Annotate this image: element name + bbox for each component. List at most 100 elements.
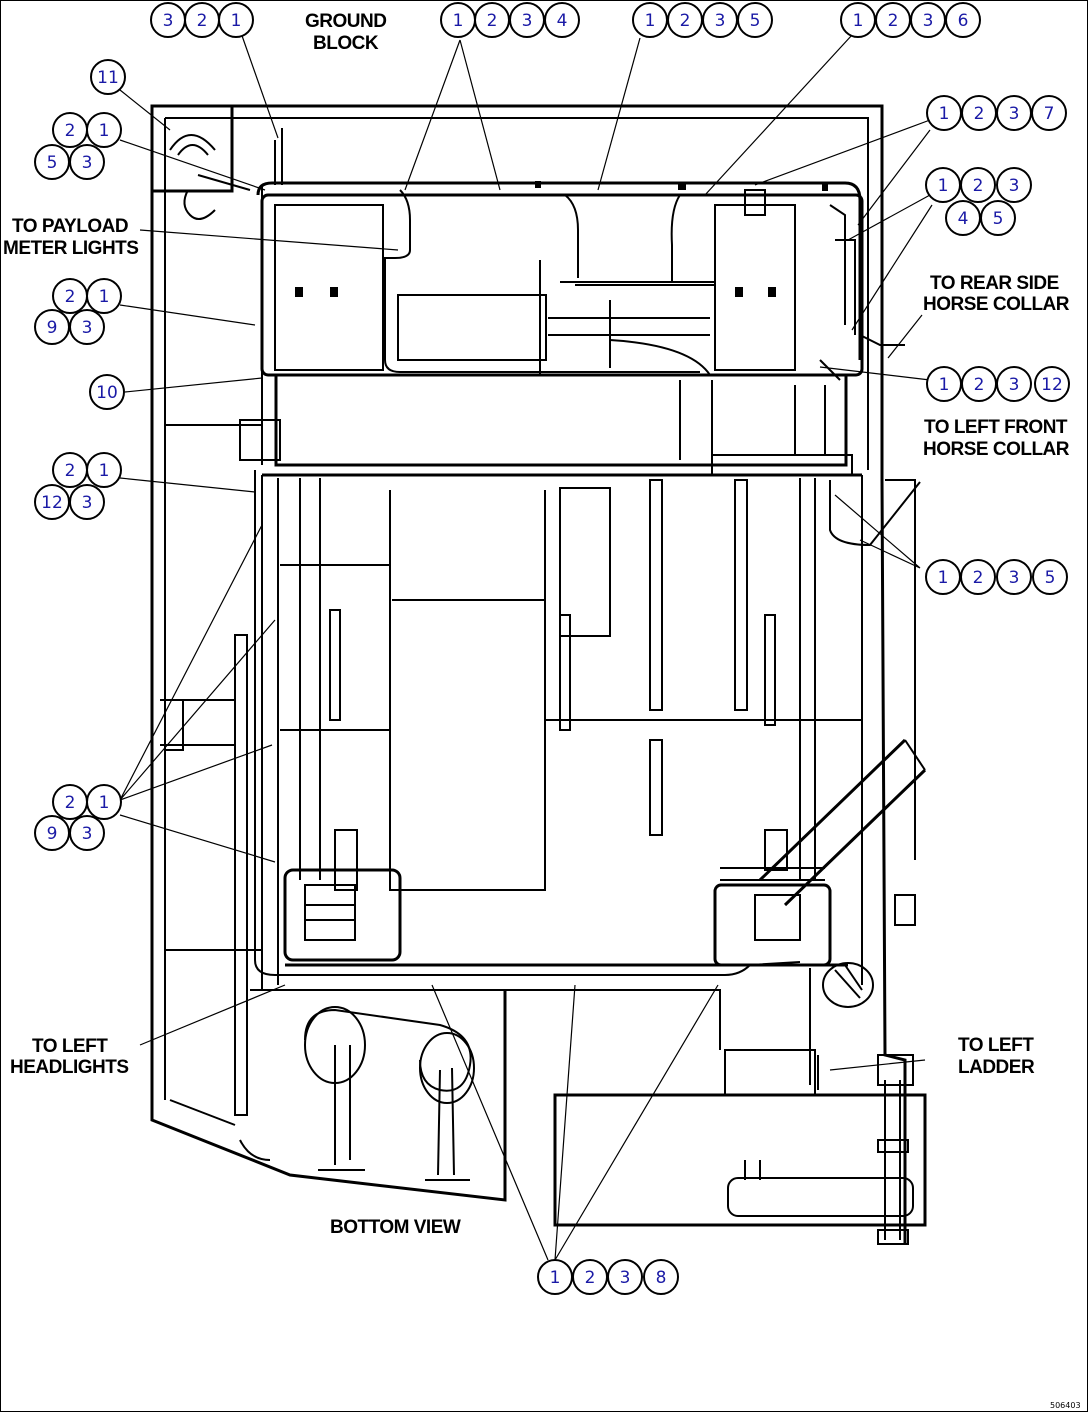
ref-number: 3 (923, 11, 934, 31)
ref-number: 2 (65, 287, 76, 307)
ref-group-top-1236: 1 2 3 6 (840, 2, 981, 38)
ref-number: 12 (1041, 375, 1063, 395)
ref-bubble (945, 2, 981, 38)
ref-group-right-1235-lower: 1 2 3 5 (925, 559, 1068, 595)
ref-bubble (218, 2, 254, 38)
ref-bubble (607, 1259, 643, 1295)
ref-number: 4 (557, 11, 568, 31)
ref-number: 3 (1009, 176, 1020, 196)
ref-number: 9 (47, 318, 58, 338)
ref-group-left-2153: 2 1 5 3 (34, 112, 122, 180)
label-ground-block-line2: BLOCK (313, 33, 379, 54)
ref-number: 2 (65, 461, 76, 481)
enclosure-outline (150, 104, 927, 1245)
ref-number: 3 (1009, 104, 1020, 124)
label-payload-meter-lights-line2: METER LIGHTS (3, 238, 138, 259)
ref-number: 2 (974, 375, 985, 395)
ref-number: 11 (97, 68, 119, 88)
ref-bubble (544, 2, 580, 38)
label-rear-side-horse-collar-line2: HORSE COLLAR (923, 294, 1070, 315)
ref-bubble (1034, 366, 1070, 402)
ref-number: 10 (96, 383, 118, 403)
ref-number: 1 (939, 375, 950, 395)
ref-number: 3 (1009, 568, 1020, 588)
ref-number: 2 (65, 121, 76, 141)
ref-number: 2 (888, 11, 899, 31)
ref-bubble (960, 559, 996, 595)
ref-number: 5 (1045, 568, 1056, 588)
ref-bubble (86, 784, 122, 820)
ref-number: 2 (973, 568, 984, 588)
ref-number: 3 (163, 11, 174, 31)
ref-bubble (996, 167, 1032, 203)
ref-group-left-11: 11 (90, 59, 126, 95)
ref-number: 1 (938, 568, 949, 588)
ref-number: 3 (82, 153, 93, 173)
ref-number: 12 (41, 493, 63, 513)
ref-number: 1 (99, 461, 110, 481)
ref-bubble (737, 2, 773, 38)
ref-bubble (69, 815, 105, 851)
ref-bubble (960, 167, 996, 203)
ref-number: 1 (453, 11, 464, 31)
ref-number: 2 (197, 11, 208, 31)
ref-bubble (89, 374, 125, 410)
ref-number: 1 (645, 11, 656, 31)
ref-number: 3 (82, 493, 93, 513)
drawing-code: 506403 (1050, 1401, 1081, 1410)
ref-bubble (86, 278, 122, 314)
ref-number: 1 (853, 11, 864, 31)
ref-number: 4 (958, 209, 969, 229)
ref-bubble (1031, 95, 1067, 131)
ref-number: 2 (585, 1268, 596, 1288)
ref-group-top-1235: 1 2 3 5 (632, 2, 773, 38)
ref-number: 7 (1044, 104, 1055, 124)
ref-bubble (69, 309, 105, 345)
ref-number: 3 (82, 824, 93, 844)
ref-number: 2 (487, 11, 498, 31)
label-ground-block-line1: GROUND (305, 11, 386, 32)
ref-bubble (90, 59, 126, 95)
ref-bubble (69, 484, 105, 520)
ref-group-left-2193-upper: 2 1 9 3 (34, 278, 122, 345)
ref-number: 3 (522, 11, 533, 31)
ref-number: 1 (550, 1268, 561, 1288)
ref-number: 1 (99, 793, 110, 813)
ref-bubble (1032, 559, 1068, 595)
ref-number: 1 (99, 121, 110, 141)
ref-number: 3 (1009, 375, 1020, 395)
label-left-headlights-line1: TO LEFT (32, 1036, 108, 1057)
ref-number: 5 (750, 11, 761, 31)
label-bottom-view: BOTTOM VIEW (330, 1217, 461, 1238)
ref-number: 3 (82, 318, 93, 338)
ref-group-top-1234: 1 2 3 4 (440, 2, 580, 38)
ref-group-left-2193-lower: 2 1 9 3 (34, 784, 122, 851)
ref-number: 3 (715, 11, 726, 31)
label-rear-side-horse-collar-line1: TO REAR SIDE (930, 273, 1059, 294)
label-payload-meter-lights-line1: TO PAYLOAD (12, 216, 128, 237)
ref-bubble (996, 366, 1032, 402)
ref-bubble (69, 144, 105, 180)
ref-number: 5 (47, 153, 58, 173)
ref-number: 1 (939, 104, 950, 124)
ref-number: 2 (680, 11, 691, 31)
ref-number: 2 (65, 793, 76, 813)
ref-group-left-10: 10 (89, 374, 125, 410)
ref-number: 9 (47, 824, 58, 844)
ref-number: 6 (958, 11, 969, 31)
ref-bubble (86, 112, 122, 148)
ref-number: 1 (99, 287, 110, 307)
leader-lines (119, 29, 933, 1261)
label-left-ladder-line2: LADDER (958, 1057, 1035, 1078)
ref-number: 5 (993, 209, 1004, 229)
label-left-headlights-line2: HEADLIGHTS (10, 1057, 129, 1078)
